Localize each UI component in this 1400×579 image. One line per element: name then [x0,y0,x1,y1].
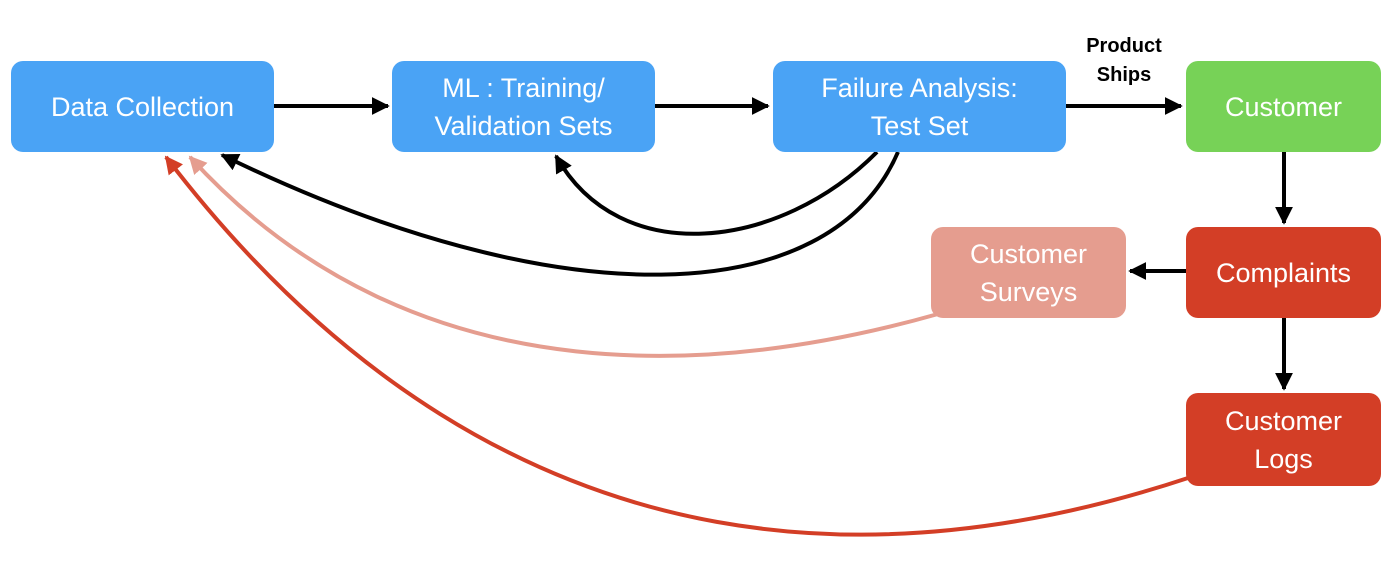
arrow-failure-analysis-to-ml-feedback [554,150,879,236]
arrow-failure-analysis-to-data-collection-feedback [220,151,900,277]
node-surveys-line2: Surveys [979,276,1078,307]
node-ml-label-line1: ML : Training/ [442,72,605,103]
node-logs-line2: Logs [1254,443,1313,474]
node-customer-surveys: Customer Surveys [931,227,1126,318]
node-ml-label-line2: Validation Sets [434,110,613,141]
arrow-surveys-to-data-collection [188,155,939,358]
node-logs-line1: Customer [1224,405,1343,436]
edge-label-product: Product [1086,35,1162,57]
node-complaints: Complaints [1186,227,1381,318]
node-data-collection-label: Data Collection [50,91,235,122]
edge-label-product-ships: Product Ships [1064,32,1184,90]
node-failure-analysis-line1: Failure Analysis: [821,72,1018,103]
node-complaints-label: Complaints [1215,257,1352,288]
node-ml-training-validation: ML : Training/ Validation Sets [392,61,655,152]
node-surveys-line1: Customer [969,238,1088,269]
node-customer-logs: Customer Logs [1186,393,1381,486]
node-failure-analysis-line2: Test Set [870,110,969,141]
node-data-collection: Data Collection [11,61,274,152]
node-customer-label: Customer [1224,91,1343,122]
node-customer: Customer [1186,61,1381,152]
edge-label-ships: Ships [1096,64,1152,86]
node-failure-analysis: Failure Analysis: Test Set [773,61,1066,152]
arrow-logs-to-data-collection [164,155,1189,537]
